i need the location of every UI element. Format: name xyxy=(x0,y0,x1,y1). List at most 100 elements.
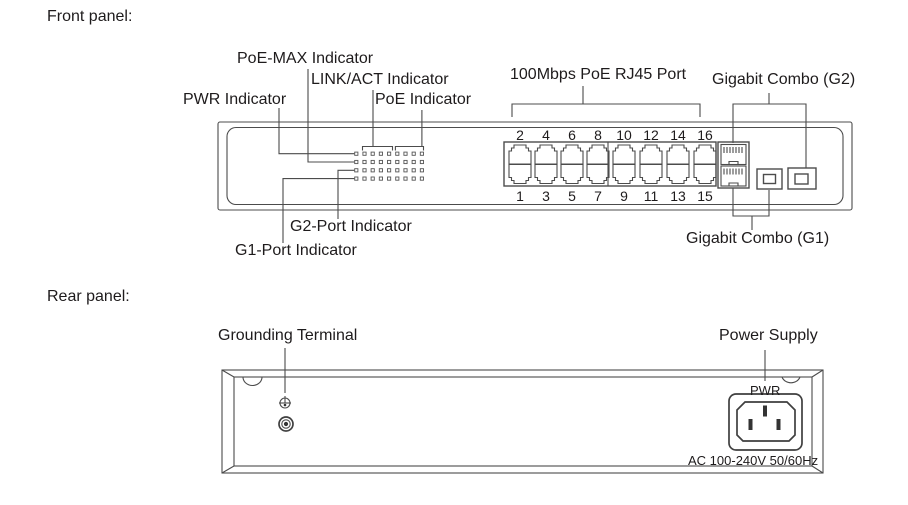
led-dot xyxy=(370,176,375,181)
grounding-screw xyxy=(278,416,294,432)
rj45-port xyxy=(534,144,558,165)
led-dot xyxy=(378,151,383,156)
combo-rj45-bottom-pins xyxy=(723,168,743,175)
port-number-bottom-4: 7 xyxy=(594,188,602,204)
port-number-top-8: 16 xyxy=(697,127,713,143)
pwr-leader-line xyxy=(278,108,355,155)
led-dot xyxy=(387,168,392,173)
led-dot xyxy=(395,159,400,165)
port-number-bottom-6: 11 xyxy=(644,188,659,204)
port-number-top-6: 12 xyxy=(643,127,659,143)
rj45-port xyxy=(508,163,532,185)
rear-panel-corner-bevels xyxy=(221,369,824,474)
combo-g2-label: Gigabit Combo (G2) xyxy=(712,71,856,88)
rj45-port xyxy=(534,163,558,185)
rj45-port xyxy=(560,144,584,165)
led-dot xyxy=(362,151,367,156)
g1-port-indicator-label: G1-Port Indicator xyxy=(235,242,357,259)
led-indicator-grid xyxy=(354,151,424,181)
rj45-port xyxy=(586,163,610,185)
combo-rj45-bottom-tab xyxy=(728,182,739,186)
led-dot xyxy=(403,159,408,165)
combo-g1-bracket xyxy=(732,188,770,230)
port-number-bottom-5: 9 xyxy=(620,188,628,204)
led-dot xyxy=(387,176,392,181)
grounding-terminal-icon xyxy=(279,396,291,409)
rear-panel-left-notch xyxy=(242,376,263,387)
poe-indicator-label: PoE Indicator xyxy=(375,91,472,108)
rear-panel-outer-outline xyxy=(221,369,824,474)
port-number-top-3: 6 xyxy=(568,127,576,143)
led-dot xyxy=(419,176,424,181)
sfp-g2-cage xyxy=(794,173,809,185)
combo-g1-label: Gigabit Combo (G1) xyxy=(686,230,830,247)
led-dot xyxy=(378,176,383,181)
led-dot xyxy=(395,151,400,156)
rj45-port-label: 100Mbps PoE RJ45 Port xyxy=(510,66,687,83)
sfp-g1-cage xyxy=(762,173,777,185)
led-dot xyxy=(378,159,383,165)
front-panel-inner-outline xyxy=(226,126,844,206)
rj45-port xyxy=(560,163,584,185)
grounding-terminal-label: Grounding Terminal xyxy=(218,327,358,344)
port-number-bottom-3: 5 xyxy=(568,188,576,204)
front-panel-section-label: Front panel: xyxy=(47,8,133,25)
port-number-top-5: 10 xyxy=(616,127,632,143)
led-dot xyxy=(403,176,408,181)
led-dot xyxy=(354,168,359,173)
led-dot xyxy=(411,151,416,156)
led-dot xyxy=(403,168,408,173)
rj45-port xyxy=(639,163,663,185)
led-dot xyxy=(395,176,400,181)
port-number-bottom-8: 15 xyxy=(697,188,713,204)
rj45-port xyxy=(639,144,663,165)
combo-rj45-top-tab xyxy=(728,160,739,165)
led-dot xyxy=(411,176,416,181)
led-dot xyxy=(411,159,416,165)
port-number-top-7: 14 xyxy=(670,127,686,143)
rj45-port xyxy=(508,144,532,165)
rj45-port-bracket xyxy=(511,86,701,117)
poe-max-indicator-label: PoE-MAX Indicator xyxy=(237,50,374,67)
power-inlet-pin-left xyxy=(748,419,753,430)
sfp-g2-outline xyxy=(787,167,817,190)
sfp-slot-g1 xyxy=(756,168,783,190)
port-number-bottom-2: 3 xyxy=(542,188,550,204)
pwr-inlet-label: PWR xyxy=(750,383,781,398)
front-panel-outer-outline xyxy=(217,121,853,211)
port-number-top-4: 8 xyxy=(594,127,602,143)
rear-panel-drawing xyxy=(221,348,824,474)
combo-g2-bracket xyxy=(732,93,807,168)
rj45-port xyxy=(586,144,610,165)
rj45-port xyxy=(666,163,690,185)
indicator-leader-lines xyxy=(278,69,355,243)
led-dot xyxy=(354,176,359,181)
combo-rj45-stack xyxy=(717,141,750,189)
led-dot xyxy=(362,176,367,181)
power-supply-label: Power Supply xyxy=(719,327,818,344)
power-inlet-outline xyxy=(728,393,803,451)
rj45-port xyxy=(612,144,636,165)
link-act-indicator-bracket xyxy=(361,90,394,151)
power-inlet xyxy=(728,393,803,451)
led-dot xyxy=(403,151,408,156)
port-number-bottom-7: 13 xyxy=(670,188,686,204)
link-act-indicator-label: LINK/ACT Indicator xyxy=(311,71,449,88)
led-dot xyxy=(419,159,424,165)
power-inlet-socket xyxy=(736,401,796,442)
led-dot xyxy=(395,168,400,173)
led-dot xyxy=(378,168,383,173)
combo-rj45-bottom-jack xyxy=(720,165,747,187)
poe-max-leader-line xyxy=(307,69,355,163)
rj45-port xyxy=(693,144,717,165)
led-dot xyxy=(362,159,367,165)
led-dot xyxy=(354,159,359,165)
led-dot xyxy=(387,151,392,156)
rear-panel-face-outline xyxy=(233,376,813,467)
sfp-slot-g2 xyxy=(787,167,817,190)
